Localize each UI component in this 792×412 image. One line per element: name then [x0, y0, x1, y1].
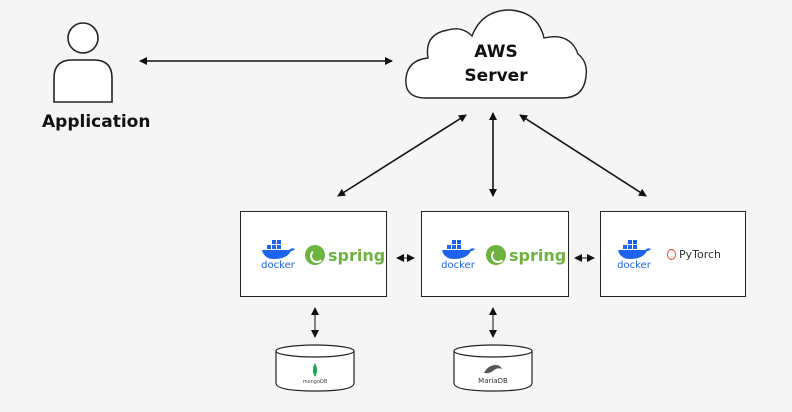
spring-label: spring [328, 245, 386, 265]
pytorch-flame-icon [667, 249, 676, 260]
docker-label: docker [617, 260, 651, 271]
mongodb-leaf-icon [313, 363, 317, 377]
database-label: mongoDB [302, 379, 328, 385]
spring-logo: spring [305, 242, 385, 268]
database-mariadb: MariaDB [452, 343, 534, 393]
docker-logo: docker [614, 238, 654, 274]
service-box-2: docker spring [421, 211, 569, 297]
docker-whale-icon [442, 240, 475, 259]
server-service1-arrow [337, 114, 467, 197]
database-label: MariaDB [478, 377, 508, 385]
docker-whale-icon [618, 240, 651, 259]
user-icon [53, 22, 113, 103]
spring-label: spring [509, 245, 567, 265]
server-label-line2: Server [464, 66, 528, 86]
cloud-icon [405, 9, 588, 99]
server-label: AWS Server [448, 40, 544, 88]
application-label: Application [42, 112, 151, 132]
server-label-line1: AWS [474, 42, 518, 62]
pytorch-label: PyTorch [679, 248, 722, 261]
docker-logo: docker [258, 238, 298, 274]
docker-label: docker [261, 260, 295, 271]
spring-logo: spring [486, 242, 566, 268]
database-mongodb: mongoDB [274, 343, 356, 393]
docker-whale-icon [262, 240, 295, 259]
service-box-1: docker spring [240, 211, 387, 297]
docker-logo: docker [438, 238, 478, 274]
database-cylinder-icon [275, 344, 355, 392]
mariadb-seal-icon [484, 365, 502, 374]
pytorch-logo: PyTorch [667, 248, 721, 261]
docker-label: docker [441, 260, 475, 271]
spring-leaf-icon [305, 245, 325, 265]
database-cylinder-icon [453, 344, 533, 392]
server-service3-arrow [519, 114, 647, 197]
spring-leaf-icon [486, 245, 506, 265]
service-box-3: docker PyTorch [600, 211, 746, 297]
